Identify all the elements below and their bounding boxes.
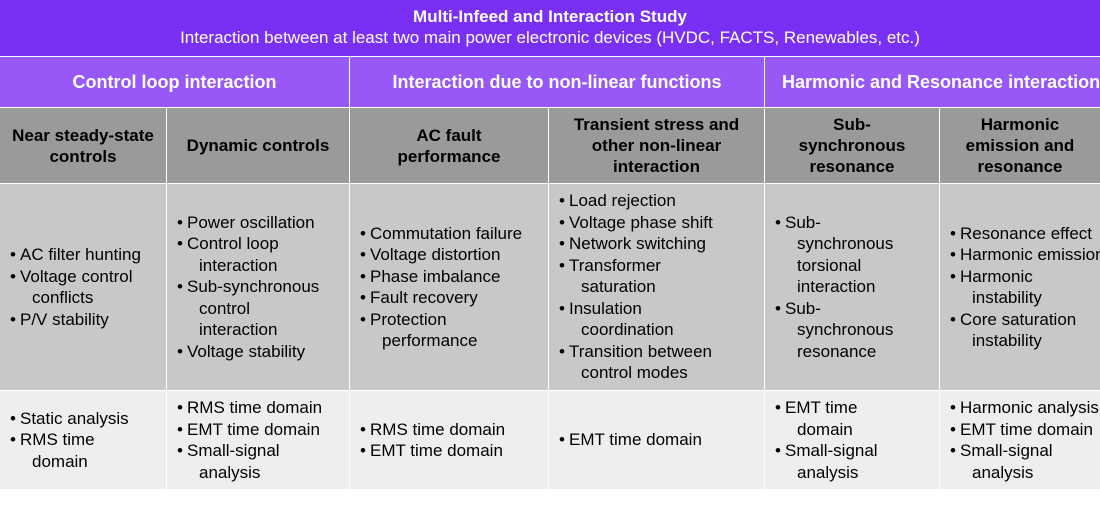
- title-banner: Multi-Infeed and Interaction Study Inter…: [0, 0, 1100, 56]
- group-header-harmonic-resonance: Harmonic and Resonance interaction: [765, 56, 1100, 107]
- list-item: EMT time domain: [559, 429, 702, 451]
- column-header: Dynamic controls: [167, 107, 350, 183]
- group-header-non-linear: Interaction due to non-linear functions: [350, 56, 765, 107]
- column-header-label: Dynamic controls: [186, 136, 330, 155]
- methods-cell: Static analysis RMS time domain: [0, 390, 167, 489]
- list-item: Resonance effect: [950, 223, 1100, 245]
- list-item: Harmonic emission: [950, 244, 1100, 266]
- subtitle: Interaction between at least two main po…: [180, 28, 920, 47]
- list-item: Network switching: [559, 233, 713, 255]
- methods-list: RMS time domain EMT time domain Small-si…: [167, 397, 322, 483]
- methods-list: RMS time domain EMT time domain: [350, 419, 505, 462]
- phenomena-list: Load rejection Voltage phase shift Netwo…: [549, 190, 713, 384]
- column-header-label: Harmonic emission and resonance: [965, 115, 1075, 176]
- list-item: RMS time domain: [177, 397, 322, 419]
- list-item: Harmonic instability: [950, 266, 1100, 309]
- list-item: Phase imbalance: [360, 266, 522, 288]
- methods-cell: EMT time domain Small-signal analysis: [765, 390, 940, 489]
- methods-cell: RMS time domain EMT time domain Small-si…: [167, 390, 350, 489]
- main-title: Multi-Infeed and Interaction Study: [413, 7, 687, 26]
- list-item: Load rejection: [559, 190, 713, 212]
- list-item: Voltage phase shift: [559, 212, 713, 234]
- list-item: P/V stability: [10, 309, 141, 331]
- list-item: RMS time domain: [10, 429, 129, 472]
- column-header-label: Near steady-state controls: [12, 125, 154, 166]
- list-item: Control loop interaction: [177, 233, 319, 276]
- list-item: EMT time domain: [177, 419, 322, 441]
- phenomena-list: AC filter hunting Voltage control confli…: [0, 244, 141, 330]
- phenomena-list: Resonance effect Harmonic emission Harmo…: [940, 223, 1100, 352]
- group-header-control-loop: Control loop interaction: [0, 56, 350, 107]
- list-item: Static analysis: [10, 408, 129, 430]
- phenomena-cell: Power oscillation Control loop interacti…: [167, 183, 350, 390]
- list-item: Commutation failure: [360, 223, 522, 245]
- column-header: Harmonic emission and resonance: [940, 107, 1100, 183]
- column-header: AC fault performance: [350, 107, 549, 183]
- column-header-label: Sub-synchronous resonance: [798, 115, 906, 176]
- list-item: Transition between control modes: [559, 341, 713, 384]
- methods-cell: Harmonic analysis EMT time domain Small-…: [940, 390, 1100, 489]
- column-header: Transient stress and other non-linear in…: [549, 107, 765, 183]
- list-item: EMT time domain: [360, 440, 505, 462]
- list-item: EMT time domain: [775, 397, 878, 440]
- methods-list: Static analysis RMS time domain: [0, 408, 129, 473]
- list-item: Fault recovery: [360, 287, 522, 309]
- phenomena-list: Commutation failure Voltage distortion P…: [350, 223, 522, 352]
- phenomena-cell: Resonance effect Harmonic emission Harmo…: [940, 183, 1100, 390]
- list-item: RMS time domain: [360, 419, 505, 441]
- phenomena-cell: Commutation failure Voltage distortion P…: [350, 183, 549, 390]
- list-item: AC filter hunting: [10, 244, 141, 266]
- phenomena-cell: AC filter hunting Voltage control confli…: [0, 183, 167, 390]
- column-header: Sub-synchronous resonance: [765, 107, 940, 183]
- list-item: Small-signal analysis: [177, 440, 322, 483]
- list-item: Transformer saturation: [559, 255, 713, 298]
- column-header: Near steady-state controls: [0, 107, 167, 183]
- list-item: Small-signal analysis: [950, 440, 1099, 483]
- list-item: Small-signal analysis: [775, 440, 878, 483]
- list-item: Protection performance: [360, 309, 522, 352]
- list-item: EMT time domain: [950, 419, 1099, 441]
- list-item: Insulation coordination: [559, 298, 713, 341]
- phenomena-cell: Load rejection Voltage phase shift Netwo…: [549, 183, 765, 390]
- list-item: Voltage distortion: [360, 244, 522, 266]
- list-item: Core saturation instability: [950, 309, 1100, 352]
- column-header-label: AC fault performance: [397, 125, 501, 166]
- methods-list: EMT time domain Small-signal analysis: [765, 397, 878, 483]
- list-item: Voltage stability: [177, 341, 319, 363]
- methods-list: EMT time domain: [549, 429, 702, 451]
- methods-list: Harmonic analysis EMT time domain Small-…: [940, 397, 1099, 483]
- list-item: Voltage control conflicts: [10, 266, 141, 309]
- list-item: Harmonic analysis: [950, 397, 1099, 419]
- list-item: Power oscillation: [177, 212, 319, 234]
- column-header-label: Transient stress and other non-linear in…: [573, 115, 740, 176]
- methods-cell: RMS time domain EMT time domain: [350, 390, 549, 489]
- methods-cell: EMT time domain: [549, 390, 765, 489]
- phenomena-list: Power oscillation Control loop interacti…: [167, 212, 319, 363]
